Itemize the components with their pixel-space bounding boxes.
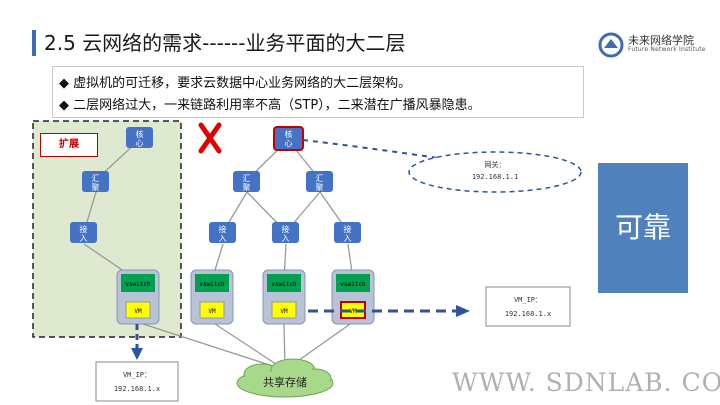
expand-label: 扩展 [40, 133, 98, 157]
server-2: vswitch VM [190, 269, 234, 325]
institute-logo: 未来网络学院 Future Network Institute [598, 32, 713, 60]
vswitch-label: vswitch [340, 281, 366, 288]
access-node-3: 接 入 [272, 222, 299, 243]
agg-node-right: 汇 聚 [306, 171, 333, 192]
vm-ip-box-bottom [95, 361, 179, 402]
node-label: 心 [285, 139, 293, 148]
title-accent-bar [32, 30, 36, 56]
access-node-1: 接 入 [70, 222, 97, 243]
arrow-right-icon [456, 305, 470, 317]
gateway-ip: 192.168.1.1 [472, 173, 518, 181]
vm-ip-box-right [485, 286, 571, 327]
page-title: 2.5 云网络的需求------业务平面的大二层 [44, 31, 406, 55]
server-3: vswitch VM [262, 269, 306, 325]
arrow-down-icon [131, 348, 143, 360]
vm-ip-label: VM_IP： [514, 296, 542, 304]
server-4: vswitch VM [331, 269, 375, 325]
storage-label: 共享存储 [263, 375, 307, 389]
vm-ip-value: 192.168.1.x [114, 385, 160, 393]
agg-node-left: 汇 聚 [82, 171, 109, 192]
node-label: 汇 [92, 174, 100, 183]
gateway-label: 网关： [485, 160, 506, 169]
vswitch-label: vswitch [125, 281, 151, 288]
vm-label: VM [349, 308, 357, 315]
node-label: 接 [80, 224, 88, 234]
node-label: 接 [344, 224, 352, 234]
vm-label: VM [208, 308, 216, 315]
server-1: vswitch VM [116, 269, 160, 325]
gateway-ellipse [408, 151, 582, 193]
node-label: 接 [282, 224, 290, 234]
logo-name: 未来网络学院 [628, 34, 694, 47]
core-node-left: 核 心 [126, 127, 153, 148]
vswitch-label: vswitch [271, 281, 297, 288]
agg-node-mid: 汇 聚 [233, 171, 260, 192]
bullet-item: ◆ 虚拟机的可迁移，要求云数据中心业务网络的大二层架构。 [59, 76, 412, 91]
node-label: 入 [219, 234, 227, 243]
globe-logo-icon [598, 32, 624, 58]
gateway-dashed-line [302, 139, 439, 159]
node-label: 汇 [316, 174, 324, 183]
node-label: 核 [136, 129, 144, 139]
vswitch-label: vswitch [199, 281, 225, 288]
node-label: 核 [285, 129, 293, 139]
node-label: 聚 [243, 183, 251, 192]
shared-storage-cloud-icon [236, 358, 334, 398]
node-label: 汇 [243, 174, 251, 183]
bullet-item: ◆ 二层网络过大，一来链路利用率不高（STP），二来潜在广播风暴隐患。 [59, 98, 481, 113]
core-node-right: 核 心 [273, 126, 304, 151]
watermark: WWW. SDNLAB. COM [452, 368, 720, 397]
logo-subtitle: Future Network Institute [628, 46, 706, 53]
node-label: 入 [80, 234, 88, 243]
node-label: 聚 [316, 183, 324, 192]
node-label: 接 [219, 224, 227, 234]
access-node-4: 接 入 [334, 222, 361, 243]
vm-ip-value: 192.168.1.x [505, 310, 551, 318]
bullet-box: ◆ 虚拟机的可迁移，要求云数据中心业务网络的大二层架构。 ◆ 二层网络过大，一来… [52, 66, 584, 118]
node-label: 入 [282, 234, 290, 243]
node-label: 聚 [92, 183, 100, 192]
access-node-2: 接 入 [209, 222, 236, 243]
vm-label: VM [280, 308, 288, 315]
red-cross-icon [198, 122, 222, 154]
vm-ip-label: VM_IP： [123, 371, 151, 379]
node-label: 心 [136, 139, 144, 148]
node-label: 入 [344, 234, 352, 243]
vm-label: VM [134, 308, 142, 315]
reliable-box: 可靠 [598, 163, 688, 293]
